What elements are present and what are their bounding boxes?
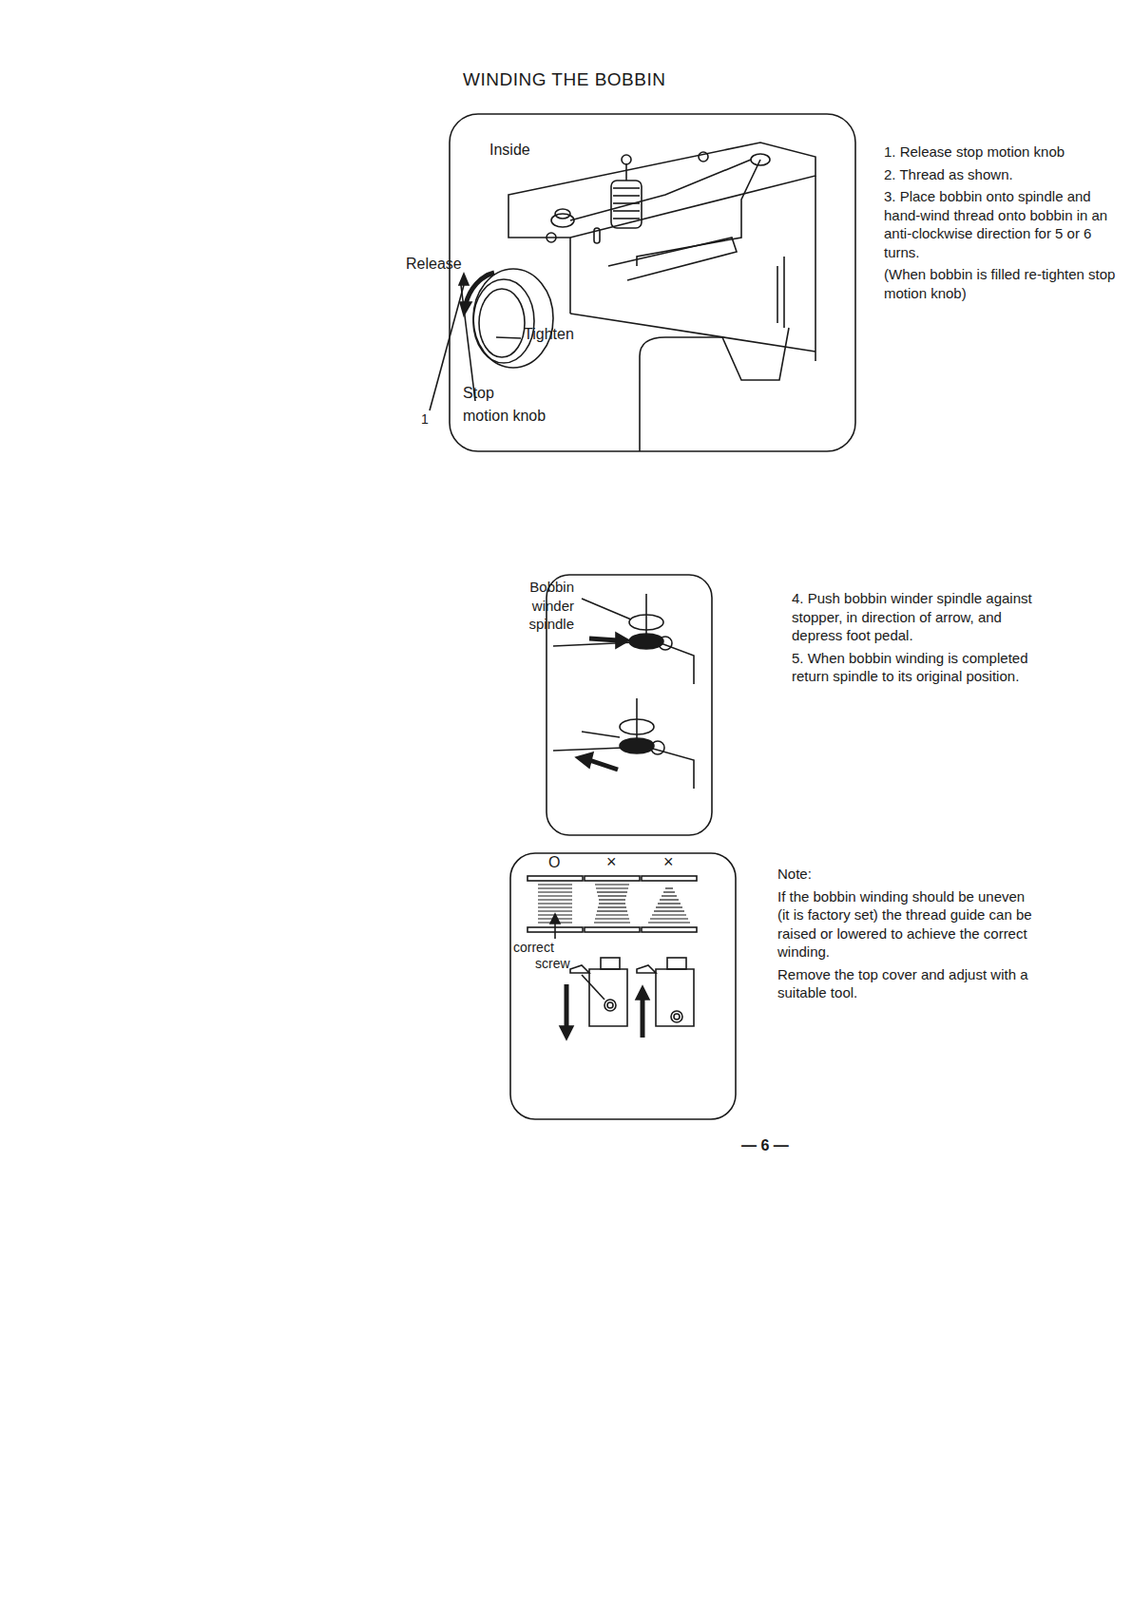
- symbol-label: ×: [663, 851, 674, 874]
- panel-frame: [546, 575, 712, 836]
- spindle-sketch: [553, 594, 694, 789]
- text-column: Note: If the bobbin winding should be une…: [777, 864, 1039, 1007]
- text-column: 1. Release stop motion knob 2. Thread as …: [883, 142, 1127, 307]
- step-text: 4. Push bobbin winder spindle against st…: [791, 589, 1051, 646]
- part-label: Tighten: [523, 325, 575, 346]
- note-heading: Note:: [777, 864, 1039, 884]
- note-text: (When bobbin is filled re-tighten stop m…: [883, 265, 1127, 303]
- symbol-label: ×: [606, 851, 617, 874]
- part-label: Inside: [489, 140, 531, 161]
- note-text: If the bobbin winding should be uneven (…: [777, 887, 1039, 962]
- panel-frame: [449, 114, 856, 452]
- panel-frame: [510, 853, 736, 1120]
- note-text: Remove the top cover and adjust with a s…: [777, 965, 1039, 1003]
- step-text: 2. Thread as shown.: [883, 165, 1127, 185]
- step-text: 1. Release stop motion knob: [883, 142, 1127, 162]
- step-text: 5. When bobbin winding is completed retu…: [791, 649, 1051, 687]
- part-label: screw: [535, 955, 571, 973]
- page-title: WINDING THE BOBBIN: [462, 68, 666, 93]
- bobbin-guide-sketch: [527, 876, 697, 1040]
- text-column: 4. Push bobbin winder spindle against st…: [791, 589, 1051, 691]
- part-label: correct: [513, 939, 555, 957]
- machine-sketch: [429, 142, 816, 452]
- part-label: Stop: [462, 383, 495, 404]
- page-number: — 6 —: [741, 1136, 789, 1157]
- callout-number: 1: [421, 410, 429, 428]
- part-label: Release: [405, 254, 462, 275]
- symbol-label: O: [548, 853, 560, 874]
- part-label: Bobbin winder spindle: [511, 577, 575, 634]
- step-text: 3. Place bobbin onto spindle and hand-wi…: [883, 187, 1127, 262]
- part-label: motion knob: [462, 406, 546, 427]
